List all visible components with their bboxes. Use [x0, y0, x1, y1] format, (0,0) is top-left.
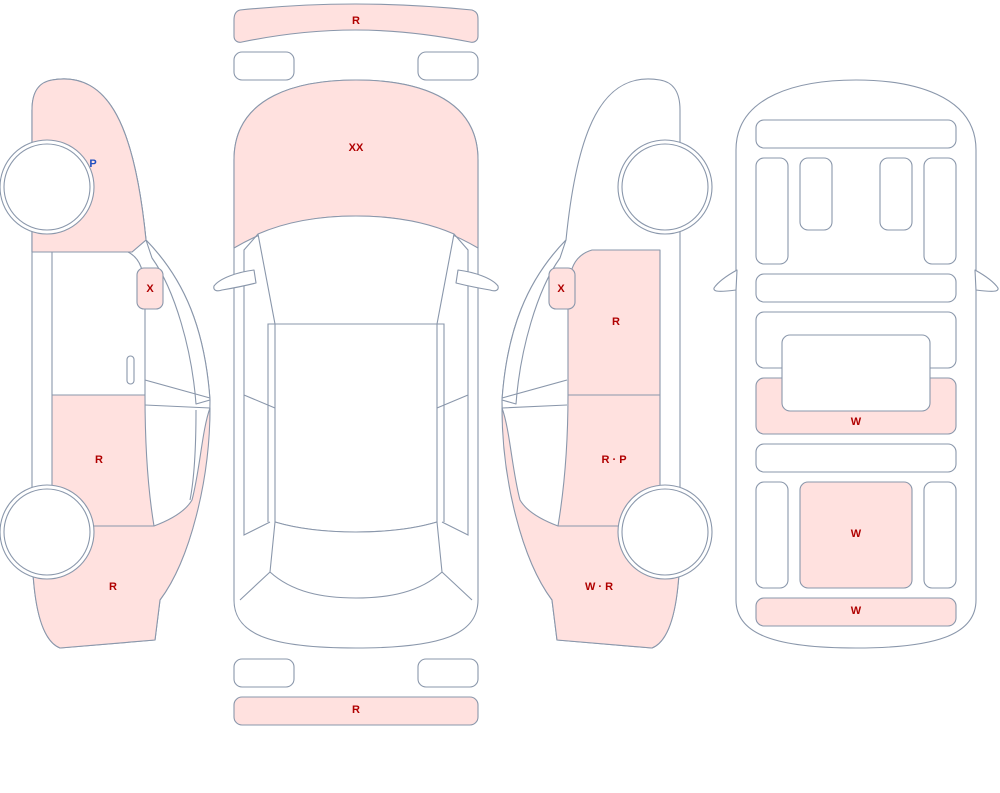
right-rear-wheel — [621, 488, 709, 576]
top-right-mirror — [455, 269, 499, 292]
right-headlight — [417, 51, 479, 81]
underbody-rear-mark: W — [851, 605, 862, 617]
rear-bumper-mark: R — [352, 704, 360, 716]
underbody-front-left-rail — [755, 157, 789, 265]
underbody-right-bump — [974, 269, 999, 292]
right-rear-door-mark: R · P — [601, 454, 626, 466]
rear-bumper[interactable] — [233, 696, 479, 726]
top-right-pillar-lines — [436, 233, 469, 536]
windshield — [257, 215, 455, 325]
left-side-view: P X R R — [0, 78, 211, 649]
underbody-front-right-rail — [923, 157, 957, 265]
left-mirror-mark: X — [146, 283, 154, 295]
right-front-wheel — [621, 143, 709, 231]
right-rear-quarter[interactable] — [501, 407, 681, 649]
underbody-rear-crossmember — [755, 443, 957, 473]
front-bumper-mark: R — [352, 15, 360, 27]
left-rear-quarter[interactable] — [31, 407, 211, 649]
left-rear-window-line — [189, 409, 197, 501]
underbody-left-bump — [713, 269, 738, 292]
left-mirror[interactable] — [136, 267, 164, 310]
top-left-pillar-lines — [243, 233, 276, 536]
front-bumper[interactable] — [233, 3, 479, 43]
right-side-view: X R R · P W · R — [501, 78, 713, 649]
right-front-door-mark: R — [612, 316, 620, 328]
right-mirror[interactable] — [548, 267, 576, 310]
roof — [274, 323, 438, 533]
left-glass-line — [144, 379, 211, 409]
left-headlight — [233, 51, 295, 81]
left-front-wheel — [3, 143, 91, 231]
underbody-front-inner-left — [799, 157, 833, 231]
underbody-front-bar — [755, 119, 957, 149]
top-left-mirror — [213, 269, 257, 292]
underbody-front-inner-right — [879, 157, 913, 231]
left-door-handle[interactable] — [126, 355, 135, 385]
left-taillight — [233, 658, 295, 688]
hood-mark: XX — [349, 142, 364, 154]
right-window — [501, 239, 567, 405]
left-front-fender-mark: P — [89, 158, 96, 170]
underbody-center-plate — [781, 334, 931, 412]
top-rear-lines — [239, 571, 473, 601]
left-rear-quarter-mark: R — [109, 581, 117, 593]
underbody-center-mark: W — [851, 528, 862, 540]
left-rear-wheel — [3, 488, 91, 576]
underbody-rear-right-rail — [923, 481, 957, 589]
right-glass-line — [501, 379, 568, 409]
underbody-crossmember — [755, 273, 957, 303]
underbody-mid-mark: W — [851, 416, 862, 428]
left-rear-door-mark: R — [95, 454, 103, 466]
underbody-view: W W W — [713, 79, 999, 649]
right-mirror-mark: X — [557, 283, 565, 295]
underbody-rear-bar[interactable] — [755, 597, 957, 627]
underbody-center-section[interactable] — [799, 481, 913, 589]
top-view: R XX R — [213, 3, 499, 726]
underbody-rear-left-rail — [755, 481, 789, 589]
right-rear-quarter-mark: W · R — [585, 581, 613, 593]
left-window — [145, 239, 211, 405]
right-taillight — [417, 658, 479, 688]
rear-window — [269, 521, 443, 599]
